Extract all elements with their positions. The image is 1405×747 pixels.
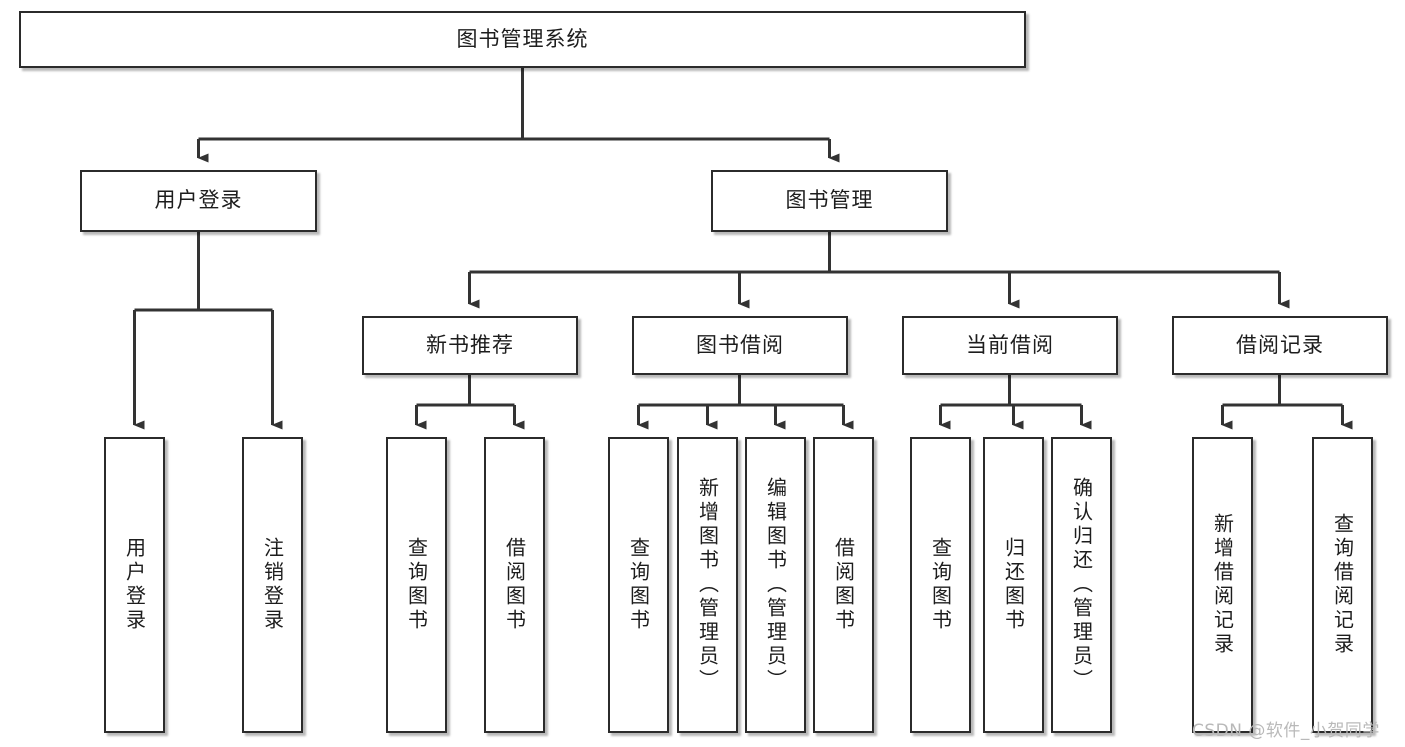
node-label: 归还图书 (1001, 537, 1026, 633)
node-leaf-add-book-admin[interactable]: 新增图书（管理员） (677, 437, 738, 733)
watermark-text: CSDN @软件_小贺同学 (1192, 721, 1380, 741)
node-borrow-record[interactable]: 借阅记录 (1172, 316, 1388, 375)
node-label: 借阅图书 (831, 537, 856, 633)
node-label: 新增图书（管理员） (695, 477, 720, 693)
node-label: 借阅图书 (502, 537, 527, 633)
node-label: 图书管理 (785, 188, 874, 213)
node-leaf-query-book-borrow[interactable]: 查询图书 (608, 437, 669, 733)
node-new-book-recommend[interactable]: 新书推荐 (362, 316, 578, 375)
node-leaf-return-book[interactable]: 归还图书 (983, 437, 1044, 733)
node-label: 图书管理系统 (456, 26, 589, 51)
node-user-login[interactable]: 用户登录 (80, 170, 317, 232)
node-book-manage[interactable]: 图书管理 (711, 170, 948, 232)
node-leaf-borrow-book-rec[interactable]: 借阅图书 (484, 437, 545, 733)
node-book-borrow[interactable]: 图书借阅 (632, 316, 848, 375)
connector-group (133, 68, 1353, 430)
node-label: 图书借阅 (696, 332, 784, 357)
node-root[interactable]: 图书管理系统 (19, 11, 1026, 68)
node-leaf-logout-login[interactable]: 注销登录 (242, 437, 303, 733)
node-current-borrow[interactable]: 当前借阅 (902, 316, 1118, 375)
node-label: 注销登录 (260, 537, 285, 633)
node-label: 查询图书 (928, 537, 953, 633)
node-label: 新增借阅记录 (1210, 513, 1235, 657)
node-label: 查询图书 (626, 537, 651, 633)
node-label: 当前借阅 (966, 332, 1054, 357)
node-leaf-edit-book-admin[interactable]: 编辑图书（管理员） (745, 437, 806, 733)
node-leaf-borrow-book[interactable]: 借阅图书 (813, 437, 874, 733)
node-label: 查询借阅记录 (1330, 513, 1355, 657)
node-leaf-confirm-return-admin[interactable]: 确认归还（管理员） (1051, 437, 1112, 733)
node-leaf-user-login[interactable]: 用户登录 (104, 437, 165, 733)
node-leaf-query-book-current[interactable]: 查询图书 (910, 437, 971, 733)
node-label: 用户登录 (122, 537, 147, 633)
node-label: 确认归还（管理员） (1069, 477, 1094, 693)
node-label: 借阅记录 (1236, 332, 1324, 357)
node-leaf-query-book-rec[interactable]: 查询图书 (386, 437, 447, 733)
node-label: 查询图书 (404, 537, 429, 633)
node-label: 用户登录 (154, 188, 243, 213)
node-label: 编辑图书（管理员） (763, 477, 788, 693)
node-leaf-add-borrow-record[interactable]: 新增借阅记录 (1192, 437, 1253, 733)
node-label: 新书推荐 (426, 332, 514, 357)
node-leaf-query-borrow-record[interactable]: 查询借阅记录 (1312, 437, 1373, 733)
